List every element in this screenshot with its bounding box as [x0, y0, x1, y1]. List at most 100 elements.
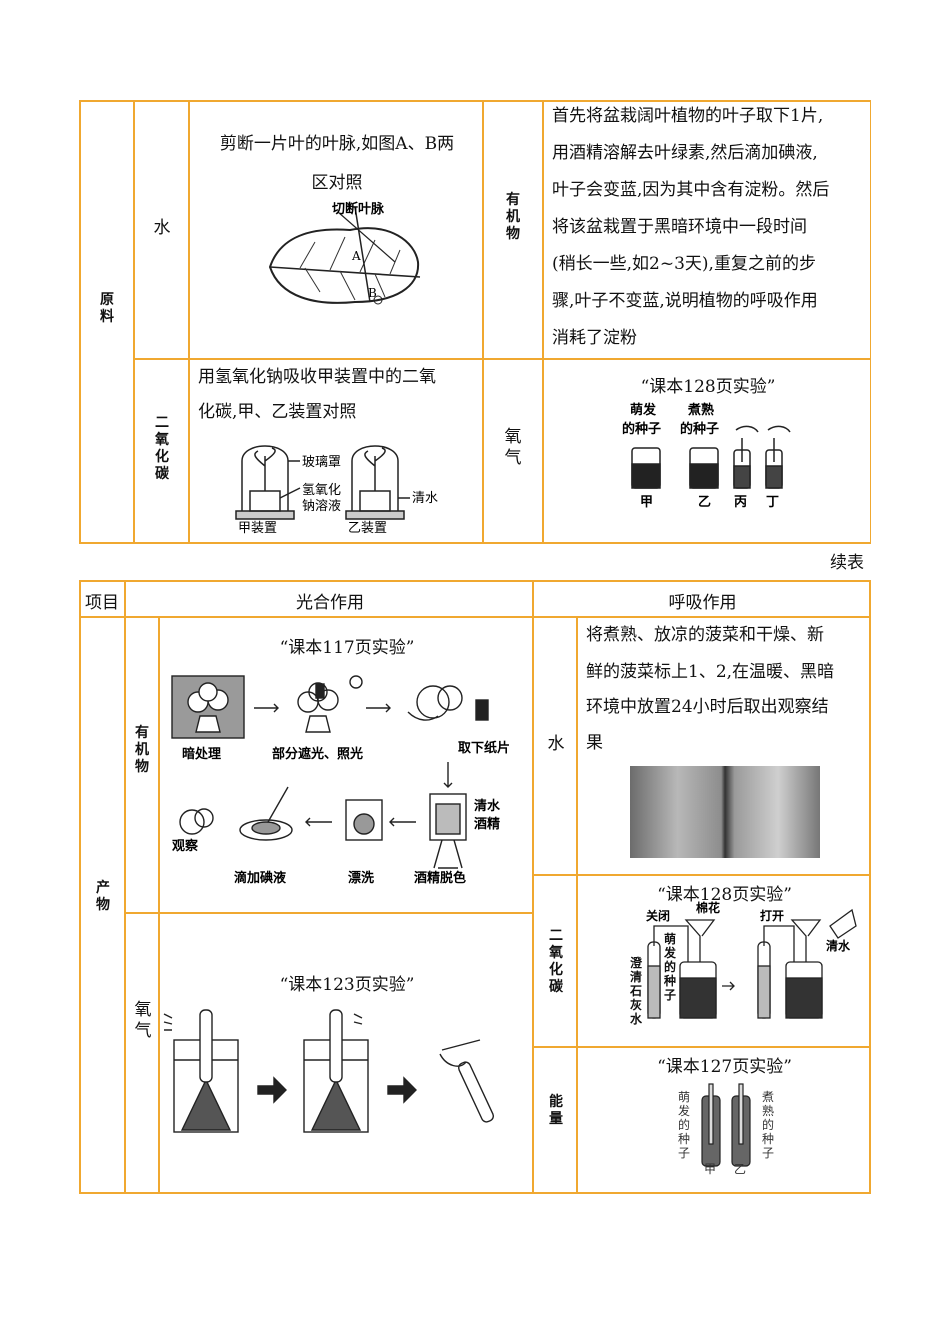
label-water: 清水 [412, 491, 438, 506]
category-label: 原料 [100, 292, 114, 325]
leaf-vein-figure: A B 切断叶脉 [268, 201, 421, 305]
row-co2-photo-cell: 用氢氧化钠吸收甲装置中的二氧 化碳,甲、乙装置对照 玻璃罩 氢氧化 钠溶液 清水… [189, 359, 483, 543]
label-bing: 丙 [734, 495, 747, 510]
row-oxygen-figure-cell: “课本128页实验” 萌发 的种子 煮熟 的种子 甲 乙 丙 丁 [543, 359, 871, 543]
step-label: 滴加碘液 [234, 870, 286, 886]
row-label: 有机物 [135, 725, 149, 775]
table-raw-materials: 原料 水 剪断一片叶的叶脉,如图A、B两 区对照 A B 切断叶脉 有机物 首先… [79, 100, 871, 544]
starch-experiment-figure: 暗处理 部分遮光、照光 取下纸片 清水 酒精 观察 滴加碘液 漂洗 酒精脱色 [171, 675, 510, 886]
resp-energy-label-cell: 能量 [533, 1047, 577, 1193]
label-sprout: 萌发 [630, 402, 657, 418]
text-line: 化碳,甲、乙装置对照 [198, 402, 357, 422]
label-jia: 甲 [704, 1162, 717, 1176]
label-ding: 丁 [766, 495, 779, 510]
oxygen-experiment-figure [163, 1009, 495, 1133]
text-line: 首先将盆栽阔叶植物的叶子取下1片, [552, 106, 824, 126]
header-photo-label: 光合作用 [296, 593, 364, 613]
header-item-label: 项目 [85, 593, 119, 613]
label-naoh: 氢氧化 [302, 483, 341, 498]
step-label: 取下纸片 [458, 740, 510, 756]
text-line: 消耗了淀粉 [552, 328, 637, 348]
text-line: 骤,叶子不变蓝,说明植物的呼吸作用 [552, 291, 818, 311]
row-label: 水 [153, 218, 171, 238]
co2-experiment-figure: 关闭 棉花 打开 清水 [646, 900, 857, 1019]
bell-jar-figure: 玻璃罩 氢氧化 钠溶液 清水 甲装置 乙装置 [235, 445, 438, 536]
label-jia: 甲装置 [238, 521, 277, 536]
header-resp-label: 呼吸作用 [668, 593, 737, 613]
label-cooked-2: 的种子 [680, 421, 719, 437]
caption: “课本128页实验” [640, 377, 776, 397]
label-yi: 乙 [698, 495, 711, 510]
caption: “课本127页实验” [657, 1057, 792, 1077]
text-line: 剪断一片叶的叶脉,如图A、B两 [219, 134, 455, 154]
label-cover: 玻璃罩 [302, 455, 341, 470]
row-oxygen-figure-cell: “课本123页实验” [159, 913, 533, 1193]
header-photo: 光合作用 [125, 581, 533, 617]
resp-row-label: 能量 [549, 1094, 563, 1127]
caption: “课本117页实验” [279, 638, 415, 658]
resp-row-label: 氧气 [504, 427, 522, 468]
row-organic-label-cell: 有机物 [125, 617, 159, 913]
continued-label: 续表 [830, 553, 864, 573]
row-oxygen-label-cell: 氧气 [483, 359, 543, 543]
header-item: 项目 [80, 581, 125, 617]
label-lime-vertical: 澄清石灰水 [630, 956, 643, 1026]
resp-row-label: 水 [547, 734, 565, 754]
label-cooked-vertical: 煮熟的种子 [762, 1090, 775, 1160]
text-line: 区对照 [311, 173, 363, 193]
step-label: 酒精 [474, 816, 500, 832]
label-sprout-vertical: 萌发的种子 [678, 1090, 691, 1160]
text-line: 果 [586, 733, 603, 753]
row-water-label-cell: 水 [134, 101, 189, 359]
text-line: 叶子会变蓝,因为其中含有淀粉。然后 [552, 180, 830, 200]
text-line: (稍长一些,如2~3天),重复之前的步 [552, 254, 816, 274]
category-cell: 产物 [80, 617, 125, 1193]
resp-co2-label-cell: 二氧化碳 [533, 875, 577, 1047]
figure-title: 切断叶脉 [332, 201, 385, 217]
thermos-figure [701, 1083, 751, 1167]
category-label: 产物 [96, 880, 110, 913]
step-label: 清水 [474, 798, 501, 814]
label-yi: 乙 [734, 1162, 747, 1176]
resp-water-text-cell: 将煮熟、放凉的菠菜和干燥、新 鲜的菠菜标上1、2,在温暖、黑暗 环境中放置24小… [577, 617, 870, 875]
text-line: 用酒精溶解去叶绿素,然后滴加碘液, [552, 143, 818, 163]
text-line: 将该盆栽置于黑暗环境中一段时间 [552, 217, 807, 237]
label-cooked: 煮熟 [687, 402, 714, 418]
row-label: 二氧化碳 [155, 415, 169, 482]
step-label: 部分遮光、照光 [272, 746, 363, 762]
row-organic-text-cell: 首先将盆栽阔叶植物的叶子取下1片, 用酒精溶解去叶绿素,然后滴加碘液, 叶子会变… [543, 101, 871, 359]
text-line: 环境中放置24小时后取出观察结 [586, 697, 829, 717]
label-sprout-2: 的种子 [622, 421, 661, 437]
label-naoh-2: 钠溶液 [302, 499, 341, 514]
row-organic-figure-cell: “课本117页实验” [159, 617, 533, 913]
category-cell: 原料 [80, 101, 134, 543]
step-label: 观察 [172, 838, 199, 854]
spinach-photo [630, 766, 820, 858]
label-close: 关闭 [646, 908, 670, 923]
text-line: 将煮熟、放凉的菠菜和干燥、新 [586, 625, 824, 645]
resp-co2-figure-cell: “课本128页实验” 关闭 棉花 打开 清水 [577, 875, 870, 1047]
row-co2-label-cell: 二氧化碳 [134, 359, 189, 543]
header-resp: 呼吸作用 [533, 581, 870, 617]
resp-energy-figure-cell: “课本127页实验” 萌发的种子 煮熟的种子 甲 乙 [577, 1047, 870, 1193]
label-water: 清水 [826, 938, 851, 953]
label-yi: 乙装置 [348, 521, 387, 536]
label-a: A [351, 249, 361, 263]
step-label: 酒精脱色 [414, 870, 466, 886]
label-seeds-vertical: 萌发的种子 [664, 932, 677, 1002]
seed-jar-figure: 萌发 的种子 煮熟 的种子 甲 乙 丙 丁 [622, 402, 791, 510]
text-line: 用氢氧化钠吸收甲装置中的二氧 [198, 367, 436, 387]
row-oxygen-label-cell: 氧气 [125, 913, 159, 1193]
table-products: 项目 光合作用 呼吸作用 产物 有机物 “课本117页实验” [79, 580, 871, 1194]
text-line: 鲜的菠菜标上1、2,在温暖、黑暗 [586, 662, 835, 682]
row-organic-label-cell: 有机物 [483, 101, 543, 359]
step-label: 暗处理 [182, 746, 221, 762]
step-label: 漂洗 [348, 870, 374, 886]
resp-row-label: 有机物 [506, 192, 520, 242]
row-label: 氧气 [134, 1000, 152, 1041]
caption: “课本128页实验” [657, 885, 792, 905]
resp-row-label: 二氧化碳 [549, 928, 563, 995]
label-b: B [368, 286, 377, 300]
caption: “课本123页实验” [279, 975, 415, 995]
label-jia: 甲 [640, 495, 653, 510]
